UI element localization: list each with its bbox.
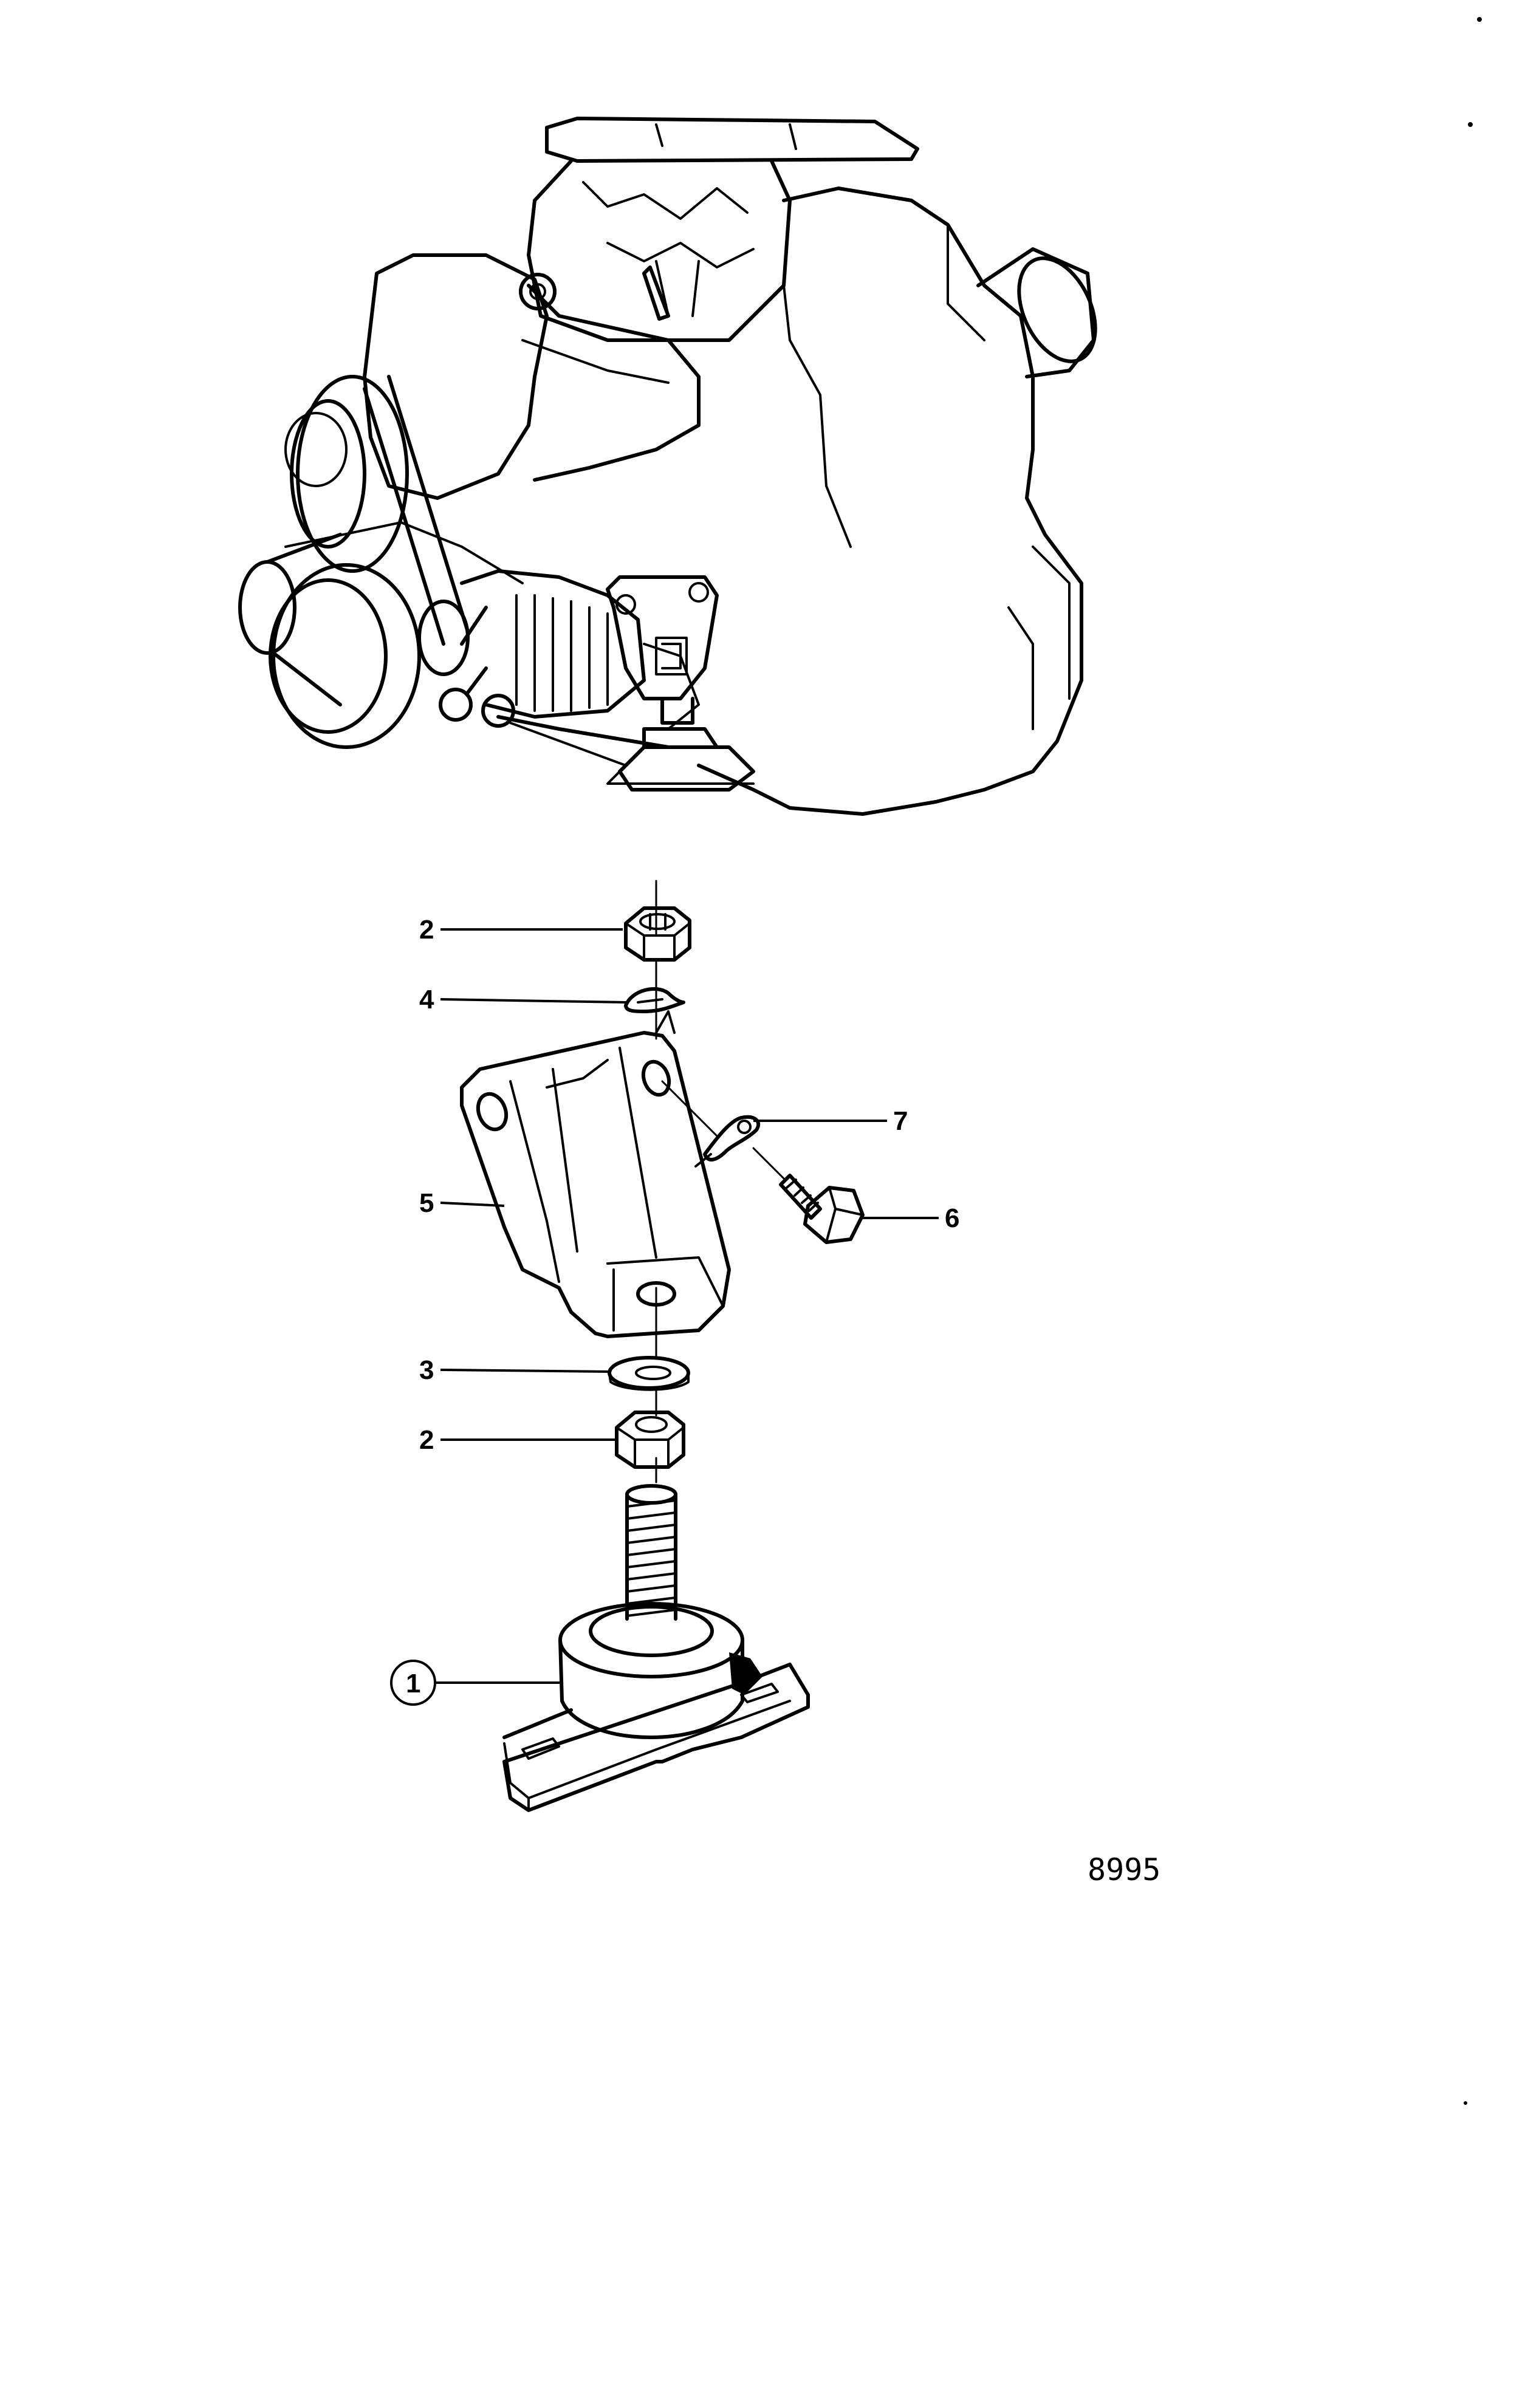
callout-4: 4 [419,985,626,1014]
callout-label-2-bottom: 2 [419,1425,434,1455]
engine-illustration [238,117,1097,816]
callout-2-bottom: 2 [419,1425,617,1455]
callout-label-3: 3 [419,1355,434,1385]
scan-speck [1477,17,1482,22]
callout-1: 1 [390,1660,562,1706]
callout-3: 3 [419,1355,610,1385]
bolt-axis [661,1080,785,1180]
bolt [779,1174,865,1244]
castle-nut-bottom [615,1411,685,1469]
lock-washer [694,1115,761,1168]
callout-label-2-top: 2 [419,915,434,945]
callout-label-1: 1 [406,1669,420,1698]
callout-label-4: 4 [419,985,434,1014]
engine-bracket [460,1010,731,1338]
callout-2-top: 2 [419,915,623,945]
scan-speck [1468,122,1473,127]
rubber-mount [502,1484,810,1812]
scan-speck [1464,2101,1467,2105]
callout-5: 5 [419,1188,505,1218]
callout-6: 6 [863,1203,959,1233]
callout-label-6: 6 [945,1203,959,1233]
castle-nut-top [624,906,691,962]
figure-number: 8995 [1088,1852,1160,1887]
callout-label-7: 7 [893,1106,908,1136]
callout-label-5: 5 [419,1188,434,1218]
callout-7: 7 [753,1106,908,1136]
washer [608,1356,690,1391]
cotter-pin [624,987,685,1013]
